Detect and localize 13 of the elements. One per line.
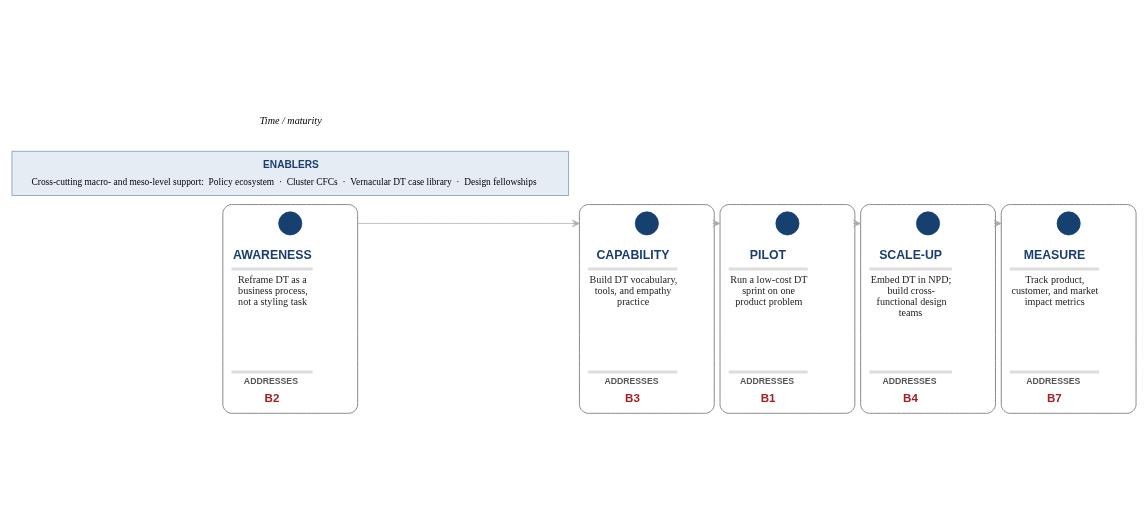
cluster: AWARENESS Reframe DT as a business process, not a styling task ADDRESSES B2 — [222, 203, 359, 414]
node-circle — [634, 210, 659, 235]
cluster: SCALE-UP Embed DT in NPD; build cross-functional design teams ADDRESSES B4 — [860, 203, 996, 414]
cluster: MEASURE Track product, customer, and market impact metrics ADDRESSES B7 — [1000, 203, 1137, 414]
node-box: ENABLERS Cross-cutting macro- and meso-level support: Policy ecosystem · Cluster CFCs · Vernacular DT case library · Design fellowships — [11, 150, 569, 196]
node-circle — [278, 210, 303, 235]
cluster: PILOT Run a low-cost DT sprint on one product problem ADDRESSES B1 — [719, 203, 856, 414]
node-circle — [775, 210, 800, 235]
node-circle — [916, 210, 940, 235]
arrow — [357, 219, 580, 227]
node-circle — [1056, 210, 1081, 235]
cluster: CAPABILITY Build DT vocabulary, tools, and empathy practice ADDRESSES B3 — [579, 203, 715, 414]
label: Time / maturity — [259, 114, 322, 126]
